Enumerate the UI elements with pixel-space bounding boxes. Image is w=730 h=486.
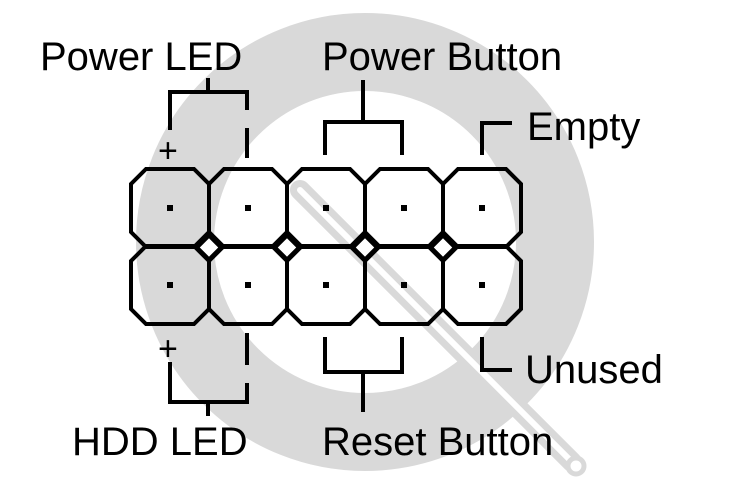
reset-button-label: Reset Button xyxy=(322,420,553,464)
pin-connector-diamond xyxy=(350,232,380,263)
pin-dot xyxy=(323,282,329,288)
empty-label: Empty xyxy=(527,105,640,149)
unused-bracket xyxy=(480,337,512,372)
pin-dot xyxy=(401,282,407,288)
bracket-lines xyxy=(168,78,512,416)
hdd-led-label: HDD LED xyxy=(72,420,248,464)
pin-dot xyxy=(167,282,173,288)
reset-button-bracket xyxy=(323,337,404,374)
pin-connectors xyxy=(194,232,458,263)
watermark-tail-end xyxy=(565,455,587,477)
pin-dot xyxy=(323,205,329,211)
pin-dot xyxy=(479,282,485,288)
pin-connector-diamond xyxy=(428,232,458,263)
q-logo-watermark xyxy=(136,13,594,477)
pin-dot xyxy=(245,282,251,288)
watermark-tail-highlight xyxy=(297,187,575,465)
pin-dot xyxy=(245,205,251,211)
power-led-label: Power LED xyxy=(40,35,242,79)
pin-connector-diamond xyxy=(194,232,224,263)
pin-connector-diamond xyxy=(272,232,302,263)
hdd-led-plus: + xyxy=(158,330,178,368)
empty-bracket xyxy=(480,121,512,155)
power-button-bracket xyxy=(323,120,404,155)
watermark-ring xyxy=(136,13,594,471)
pin-outline xyxy=(441,244,523,326)
pin-dot xyxy=(401,205,407,211)
unused-label: Unused xyxy=(525,348,663,392)
power-led-plus: + xyxy=(158,132,178,170)
power-button-label: Power Button xyxy=(322,35,562,79)
pin-dot xyxy=(479,205,485,211)
pin-dot xyxy=(167,205,173,211)
